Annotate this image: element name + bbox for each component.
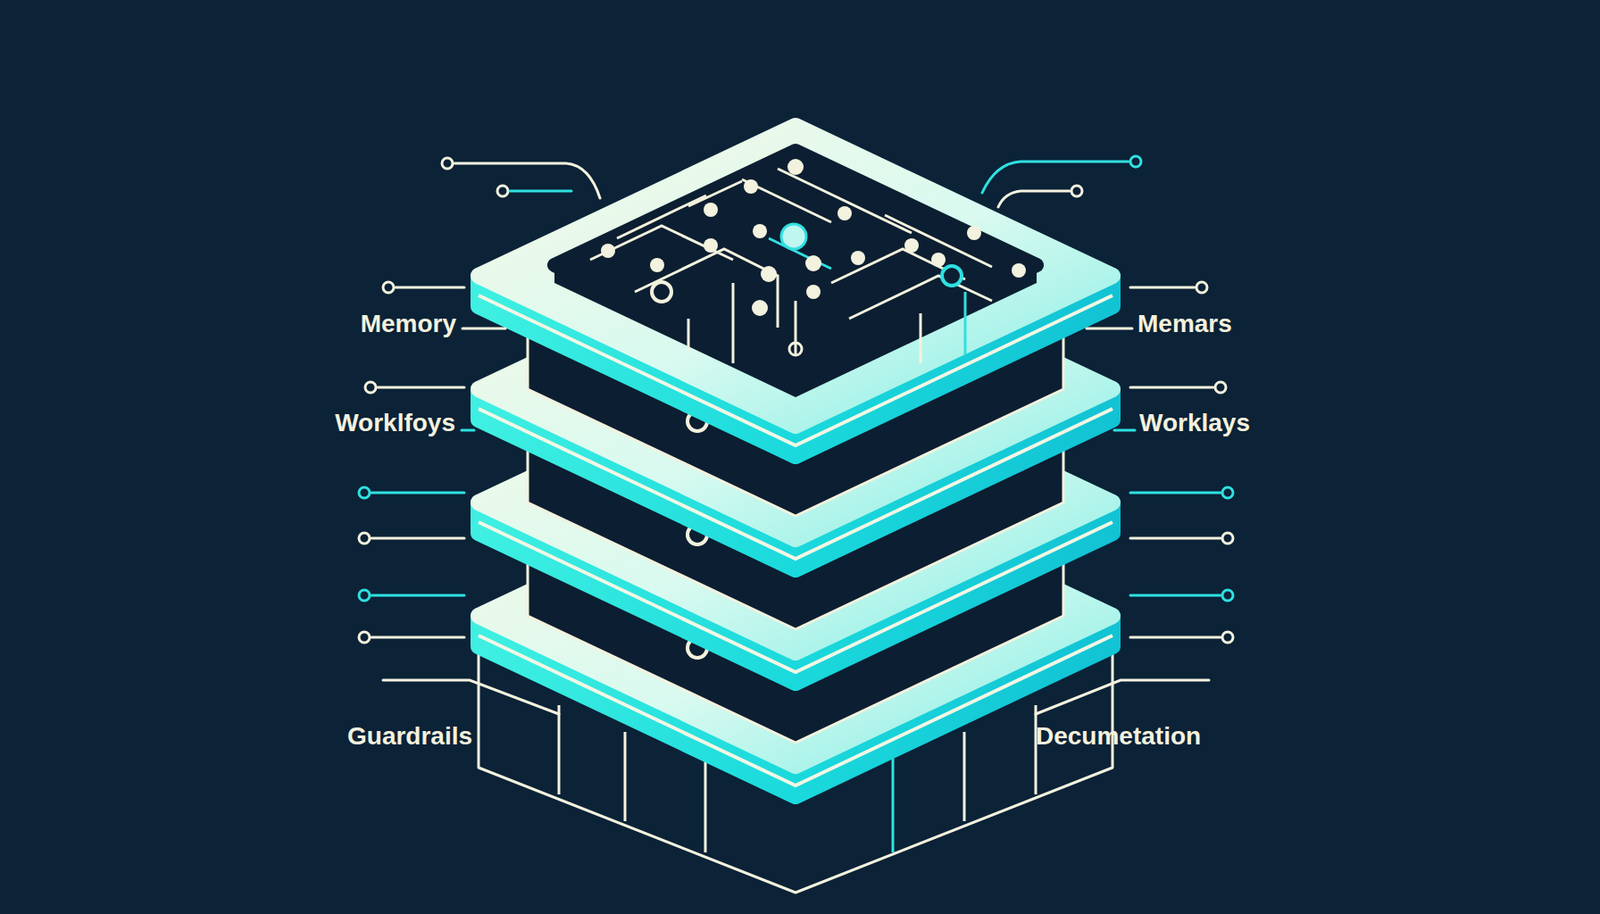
- layer-label: Memars: [1137, 308, 1233, 340]
- layer-label: Worklays: [1139, 408, 1250, 439]
- layer-label: Worklfoys: [334, 408, 456, 439]
- layer-label: Decumetation: [1035, 721, 1201, 752]
- layer-label: Memory: [360, 308, 457, 340]
- layer-label: Guardrails: [347, 721, 473, 752]
